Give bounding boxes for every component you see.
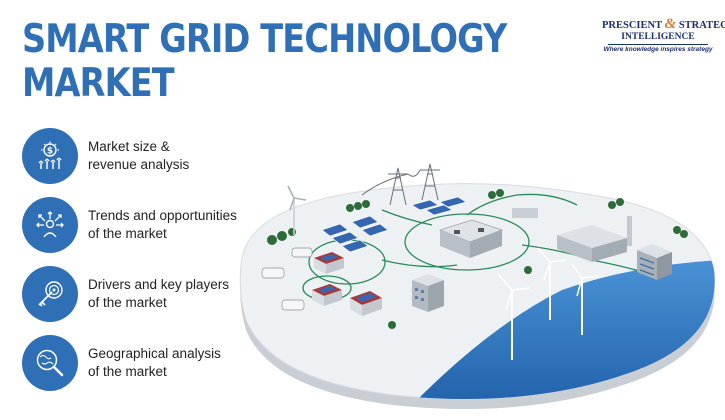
feature-label: Drivers and key players of the market (88, 277, 230, 310)
company-logo: PRESCIENT & STRATEGIC INTELLIGENCE Where… (602, 16, 725, 60)
feature-icon-circle (22, 266, 78, 322)
offshore-wind-turbines (497, 247, 599, 360)
title-line-1: SMART GRID TECHNOLOGY (22, 17, 507, 62)
feature-geographical: Geographical analysis of the market (22, 335, 262, 393)
feature-trends: Trends and opportunities of the market (22, 197, 262, 255)
houses (312, 252, 382, 316)
feature-label: Geographical analysis of the market (88, 346, 221, 379)
dollar-growth-icon: $ (38, 141, 62, 169)
logo-divider (608, 44, 708, 45)
feature-label: Trends and opportunities of the market (88, 208, 237, 241)
trees (267, 189, 688, 329)
office-tower (637, 244, 672, 280)
solar-panels (321, 196, 467, 253)
substation-building (438, 219, 504, 258)
smart-grid-illustration (239, 163, 716, 409)
feature-icon-circle (22, 197, 78, 253)
apartment-building (412, 274, 444, 312)
electric-cars (261, 247, 313, 311)
feature-icon-circle (22, 335, 78, 391)
title-line-2: MARKET (22, 61, 175, 106)
logo-ampersand: & (664, 16, 677, 32)
target-key-icon (38, 281, 63, 307)
logo-name-part-3: INTELLIGENCE (621, 32, 695, 42)
svg-text:$: $ (47, 147, 53, 157)
page-title: SMART GRID TECHNOLOGY MARKET (22, 17, 507, 106)
feature-market-size: $ Market size & revenue analysis (22, 128, 262, 186)
feature-drivers: Drivers and key players of the market (22, 266, 262, 324)
logo-name-part-1: PRESCIENT (602, 20, 662, 31)
onshore-wind-turbine (287, 185, 307, 235)
feature-label: Market size & revenue analysis (88, 139, 190, 172)
logo-tagline: Where knowledge inspires strategy (603, 46, 713, 53)
globe-magnifier-icon (36, 349, 64, 377)
feature-icon-circle: $ (22, 128, 78, 184)
transmission-towers (361, 163, 440, 206)
logo-name-part-2: STRATEGIC (678, 20, 725, 31)
power-plant (512, 208, 632, 262)
trends-person-icon (36, 211, 64, 238)
